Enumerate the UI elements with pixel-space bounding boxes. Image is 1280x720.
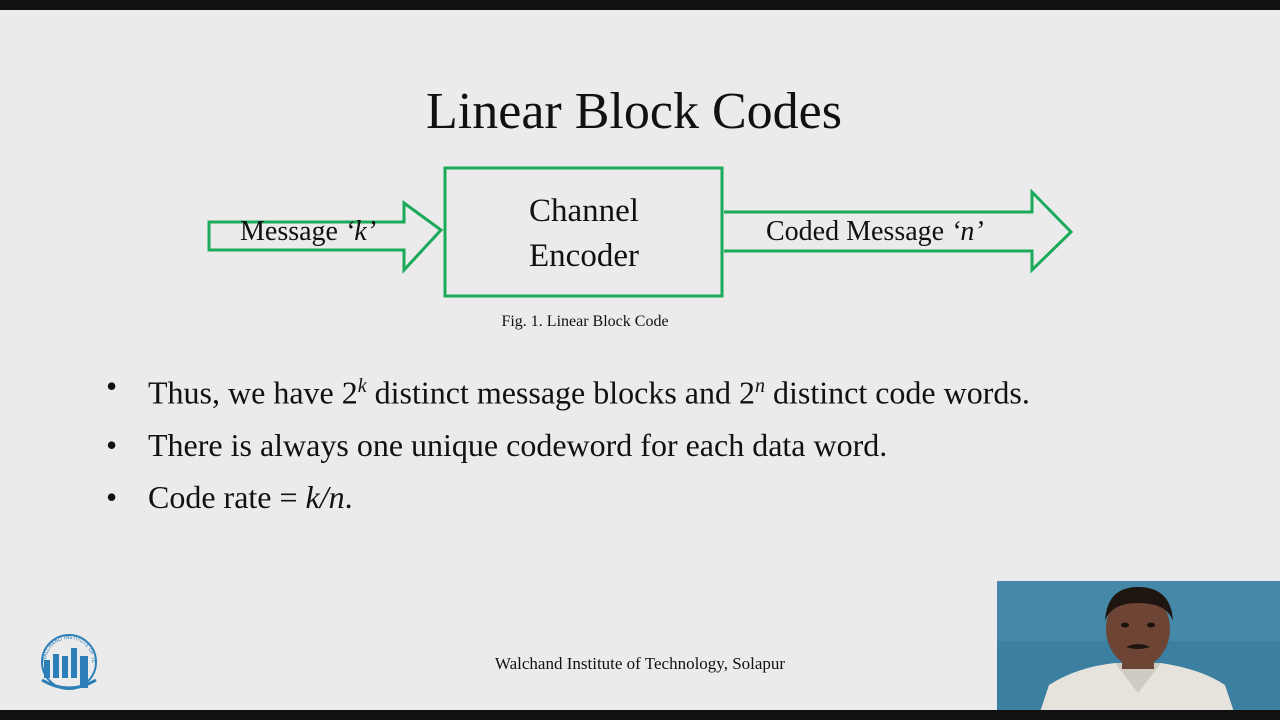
output-arrow [724, 188, 1074, 274]
bullet-dot: • [106, 478, 118, 515]
bullet-dot: • [106, 426, 118, 463]
encoder-diagram: Message ‘k’ Channel Encoder Coded Messag… [207, 166, 1074, 298]
figure-caption: Fig. 1. Linear Block Code [501, 313, 669, 330]
output-arrow-label: Coded Message ‘n’ [766, 216, 984, 247]
institute-footer: Walchand Institute of Technology, Solapu… [494, 654, 786, 673]
input-arrow [207, 200, 444, 274]
bullet-list: • Thus, we have 2k distinct message bloc… [100, 360, 1030, 523]
exponent-n: n [754, 375, 765, 397]
bullet-item: • Code rate = k/n. [100, 471, 1030, 523]
bullet-item: • Thus, we have 2k distinct message bloc… [100, 360, 1030, 419]
slide-title: Linear Block Codes [426, 83, 842, 140]
institute-logo: WALCHAND INSTITUTE OF TECHNOLOGY [38, 626, 97, 690]
slide: Linear Block Codes Message ‘k’ Channel E… [0, 10, 1280, 710]
bullet-item: • There is always one unique codeword fo… [100, 419, 1030, 471]
exponent-k: k [357, 375, 367, 397]
presenter-video [997, 581, 1280, 710]
bullet-dot: • [106, 368, 118, 404]
video-bottom-bar [0, 710, 1280, 720]
encoder-box-line2: Encoder [529, 238, 639, 274]
channel-encoder-box [443, 166, 724, 298]
code-rate-formula: k/n [305, 478, 345, 515]
encoder-box-line1: Channel [529, 193, 639, 229]
presenter-webcam [997, 581, 1280, 710]
input-arrow-label: Message ‘k’ [240, 216, 376, 247]
